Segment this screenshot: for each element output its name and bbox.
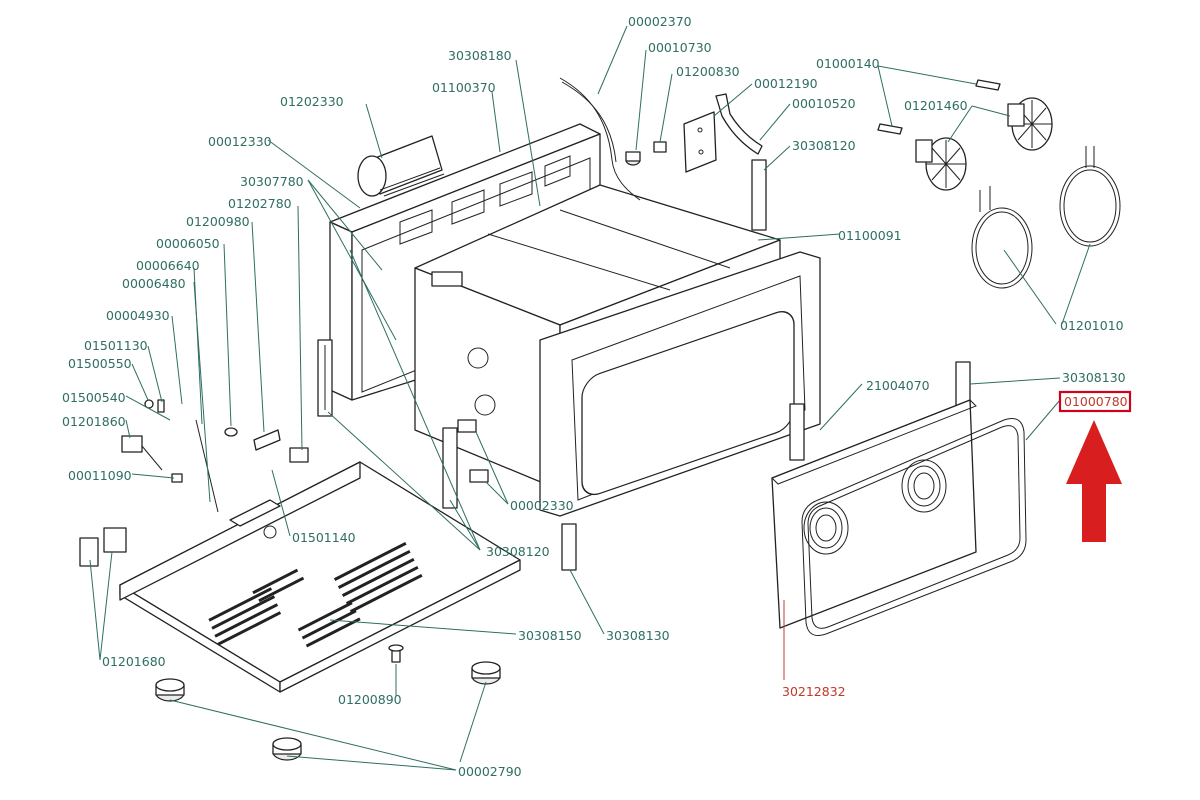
cable-assembly (559, 77, 641, 201)
label-00012190: 00012190 (754, 76, 818, 91)
heating-ring-right (1059, 146, 1121, 247)
label-30308130-bottom: 30308130 (606, 628, 670, 643)
back-panel-cutouts (399, 155, 571, 245)
label-01501140: 01501140 (292, 530, 356, 545)
label-01200890: 01200890 (338, 692, 402, 707)
label-30308180: 30308180 (448, 48, 512, 63)
label-01202330: 01202330 (280, 94, 344, 109)
fan-blade-lower (915, 137, 967, 191)
label-01201460: 01201460 (904, 98, 968, 113)
label-21004070: 21004070 (866, 378, 930, 393)
fan-blade-upper (1007, 97, 1053, 151)
label-01100370: 01100370 (432, 80, 496, 95)
label-01201860: 01201860 (62, 414, 126, 429)
tray-vent-slots (208, 541, 423, 648)
label-00002330: 00002330 (510, 498, 574, 513)
connector-30307780 (289, 447, 309, 463)
base-tray (119, 461, 521, 693)
label-01500550: 01500550 (68, 356, 132, 371)
door-fan-right (901, 459, 947, 513)
heating-ring-left (971, 186, 1033, 289)
foot-left (155, 678, 185, 702)
label-30308120-top: 30308120 (792, 138, 856, 153)
label-00010520: 00010520 (792, 96, 856, 111)
door-fan-left (803, 501, 849, 555)
lamp-cap-01000140 (877, 79, 1001, 135)
switch-block-01201680 (79, 527, 127, 567)
label-30212832: 30212832 (782, 684, 846, 699)
label-30308130-right: 30308130 (1062, 370, 1126, 385)
label-00002370: 00002370 (628, 14, 692, 29)
small-clip-01200830 (653, 141, 667, 153)
label-00006480: 00006480 (122, 276, 186, 291)
front-frame (539, 251, 821, 517)
label-01200980: 01200980 (186, 214, 250, 229)
label-01000140: 01000140 (816, 56, 880, 71)
plate-00012190 (683, 111, 717, 173)
connector-00002330 (457, 419, 489, 483)
label-30308120-bottom: 30308120 (486, 544, 550, 559)
small-fitting-00010730 (625, 151, 641, 166)
label-01201680: 01201680 (102, 654, 166, 669)
bracket-upper-right (751, 159, 767, 231)
foot-right (471, 661, 501, 685)
foot-middle (272, 737, 302, 761)
label-01501130: 01501130 (84, 338, 148, 353)
label-01202780: 01202780 (228, 196, 292, 211)
label-01500540: 01500540 (62, 390, 126, 405)
label-30307780: 30307780 (240, 174, 304, 189)
label-00006050: 00006050 (156, 236, 220, 251)
leader-lines (89, 25, 1091, 771)
highlight-box (1058, 390, 1132, 413)
label-00006640: 00006640 (136, 258, 200, 273)
label-00002790: 00002790 (458, 764, 522, 779)
label-30308150: 30308150 (518, 628, 582, 643)
label-00010730: 00010730 (648, 40, 712, 55)
part-labels: 00002370 30308180 00010730 01200830 0001… (62, 14, 1128, 779)
oven-door (771, 399, 977, 629)
small-screw-part (388, 644, 404, 663)
label-01201010: 01201010 (1060, 318, 1124, 333)
bracket-left-front (442, 427, 458, 509)
label-01000780-highlighted: 01000780 (1064, 394, 1128, 409)
fan-motor-assembly (357, 135, 445, 197)
label-00011090: 00011090 (68, 468, 132, 483)
red-arrow-up-icon (1066, 420, 1122, 542)
label-00012330: 00012330 (208, 134, 272, 149)
thermostat-01201860 (121, 435, 163, 471)
label-00004930: 00004930 (106, 308, 170, 323)
terminal-block-01202780 (253, 429, 281, 451)
bracket-door-left (789, 403, 805, 461)
door-gasket-01000780 (801, 418, 1027, 636)
bracket-left-back (317, 339, 333, 417)
label-01100091: 01100091 (838, 228, 902, 243)
bracket-front-bottom (561, 523, 577, 571)
label-01200830: 01200830 (676, 64, 740, 79)
tube-00010520 (715, 93, 763, 155)
small-nut-00006050 (224, 427, 238, 437)
knob-01501130 (157, 399, 165, 413)
